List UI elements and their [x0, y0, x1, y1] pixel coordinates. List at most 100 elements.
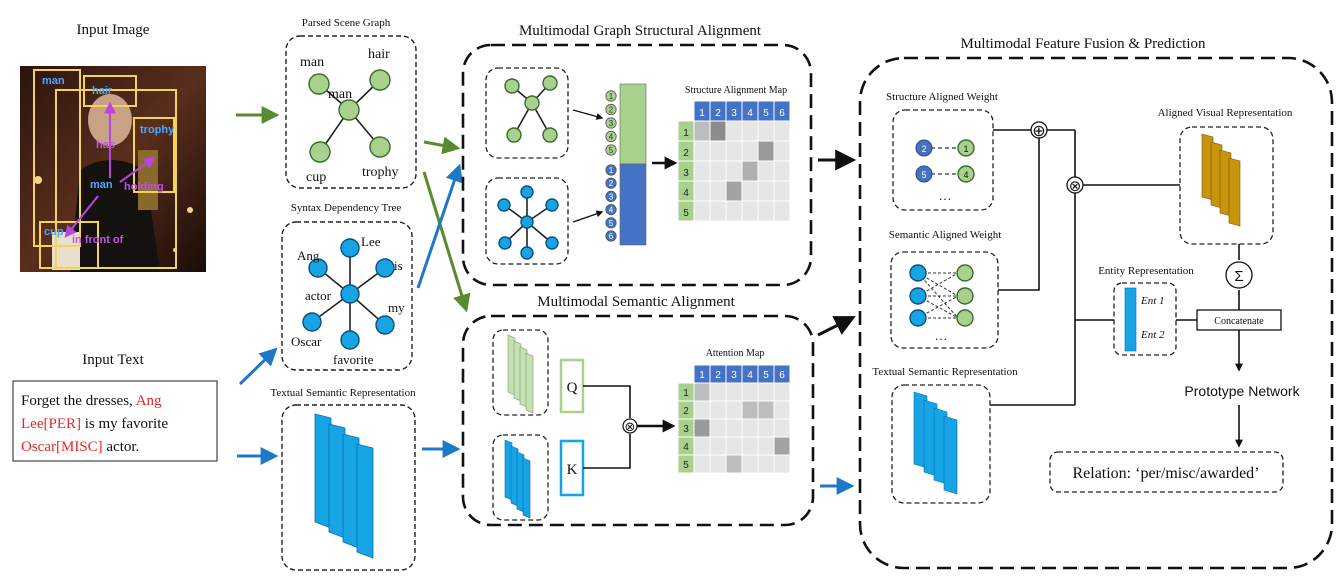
- textual-rep-2-title: Textual Semantic Representation: [872, 366, 1018, 378]
- textual-rep-box: [281, 404, 416, 571]
- structure-map-cell: [709, 160, 727, 182]
- structure-map-cell: [741, 160, 759, 182]
- arrow-scene-to-mgsa: [423, 136, 461, 155]
- scene-node-trophy: trophy: [362, 165, 399, 180]
- relation-box: [1049, 451, 1284, 493]
- structure-weight-graph: 2 1 5 4 …: [915, 139, 975, 203]
- semantic-weight-graph: …: [909, 264, 974, 343]
- structure-map-row-label: 3: [683, 168, 689, 179]
- arrow-mini-scene-to-bar: [572, 109, 604, 120]
- blue-bar-node: [605, 177, 617, 189]
- attention-map-cell: [773, 454, 791, 474]
- syntax-node-my: my: [388, 300, 405, 315]
- entity-1-label: Ent 1: [1140, 295, 1165, 307]
- structure-map-row-label: 2: [683, 148, 689, 159]
- k-label: K: [567, 462, 578, 478]
- structure-weight-node-c: 5: [921, 170, 926, 180]
- structure-map-col-label: 2: [715, 108, 721, 119]
- fusion-wiring: [990, 129, 1243, 448]
- mgsa-scene-mini-box: [485, 67, 569, 159]
- attention-map-title: Attention Map: [706, 348, 765, 359]
- syntax-tree-title: Syntax Dependency Tree: [291, 202, 402, 214]
- syntax-tree-box: [281, 221, 413, 371]
- input-text-line-3: Oscar[MISC] actor.: [21, 439, 139, 455]
- attention-map-cell: [741, 418, 759, 438]
- sum-node: [1225, 261, 1253, 289]
- msa-visual-mini-box: [492, 329, 549, 416]
- entity-2-label: Ent 2: [1140, 329, 1165, 341]
- scene-node-man: man: [300, 55, 324, 70]
- fusion-otimes: [1066, 176, 1084, 194]
- scene-node-hair: hair: [368, 47, 390, 62]
- structure-map-cell: [741, 180, 759, 202]
- q-label: Q: [567, 380, 578, 396]
- msa-visual-stack: [507, 334, 534, 414]
- textual-rep-title: Textual Semantic Representation: [270, 387, 416, 399]
- scene-graph-box: [285, 35, 417, 189]
- syntax-tree: Ang Lee is actor my Oscar favorite: [291, 234, 405, 367]
- aligned-visual-stack: [1201, 133, 1241, 227]
- structure-map-cell: [757, 120, 775, 142]
- green-bar-node-label: 5: [609, 146, 614, 155]
- input-image-title: Input Image: [77, 22, 150, 38]
- attention-map-cell: [757, 436, 775, 456]
- blue-bar-node-label: 3: [609, 192, 614, 201]
- green-bar-node-label: 3: [609, 119, 614, 128]
- img-label-holding: holding: [124, 181, 164, 193]
- structure-map-col-label: 1: [699, 108, 705, 119]
- aligned-visual-title: Aligned Visual Representation: [1158, 107, 1293, 119]
- img-label-cup: cup: [44, 226, 64, 238]
- structure-weight-node-d: 4: [963, 170, 968, 180]
- attention-map-cell: [693, 454, 711, 474]
- attention-map-cell: [741, 454, 759, 474]
- fusion-oplus-symbol: ⊕: [1032, 123, 1045, 140]
- structure-map-col-label: 4: [747, 108, 753, 119]
- attention-map-cell: [725, 382, 743, 402]
- prototype-network-label: Prototype Network: [1184, 383, 1300, 399]
- msa-title: Multimodal Semantic Alignment: [537, 294, 735, 310]
- structure-map-cell: [709, 120, 727, 142]
- structure-map-col-label: 5: [763, 108, 769, 119]
- structure-map-cell: [725, 160, 743, 182]
- attention-map-cell: [693, 382, 711, 402]
- attention-map-cell: [725, 418, 743, 438]
- structure-map-cell: [709, 140, 727, 162]
- scene-node-cup: cup: [306, 170, 326, 185]
- structure-map-cell: [773, 180, 791, 202]
- structure-map-cell: [773, 200, 791, 222]
- attention-map-col-label: 1: [699, 370, 705, 381]
- attention-map-cell: [725, 436, 743, 456]
- img-label-in-front-of: in front of: [72, 234, 124, 246]
- arrow-text-to-syntax-tree: [238, 347, 278, 386]
- input-text-box: [12, 380, 218, 462]
- input-photo: man hair trophy has man holding cup in f…: [20, 66, 206, 272]
- relation-label: Relation: ‘per/misc/awarded’: [1072, 465, 1259, 482]
- attention-map-cell: [709, 382, 727, 402]
- blue-bar-node: [605, 204, 617, 216]
- blue-bar-node-label: 6: [609, 232, 614, 241]
- attention-map-col-label: 5: [763, 370, 769, 381]
- img-label-has: has: [96, 139, 115, 151]
- attention-map-row-label: 1: [683, 388, 689, 399]
- img-label-trophy: trophy: [140, 124, 175, 136]
- arrow-mini-syntax-to-bar: [572, 210, 604, 223]
- attention-map-col-label: 3: [731, 370, 737, 381]
- structure-map-cell: [709, 180, 727, 202]
- sum-symbol: Σ: [1234, 268, 1243, 285]
- blue-bar-node-label: 1: [609, 166, 614, 175]
- green-bar-node-label: 1: [609, 92, 614, 101]
- attention-map-col-label: 6: [779, 370, 785, 381]
- attention-map-cell: [741, 400, 759, 420]
- structure-map-cell: [693, 120, 711, 142]
- syntax-node-favorite: favorite: [333, 352, 374, 367]
- img-label-man: man: [42, 75, 65, 87]
- structure-map-row-label: 5: [683, 208, 689, 219]
- scene-node-man-center: man: [328, 87, 352, 102]
- blue-bar-node-label: 4: [609, 206, 614, 215]
- concatenate-box: [1196, 309, 1282, 331]
- attention-otimes-symbol: ⊗: [625, 419, 636, 434]
- green-bar-node: [605, 117, 617, 129]
